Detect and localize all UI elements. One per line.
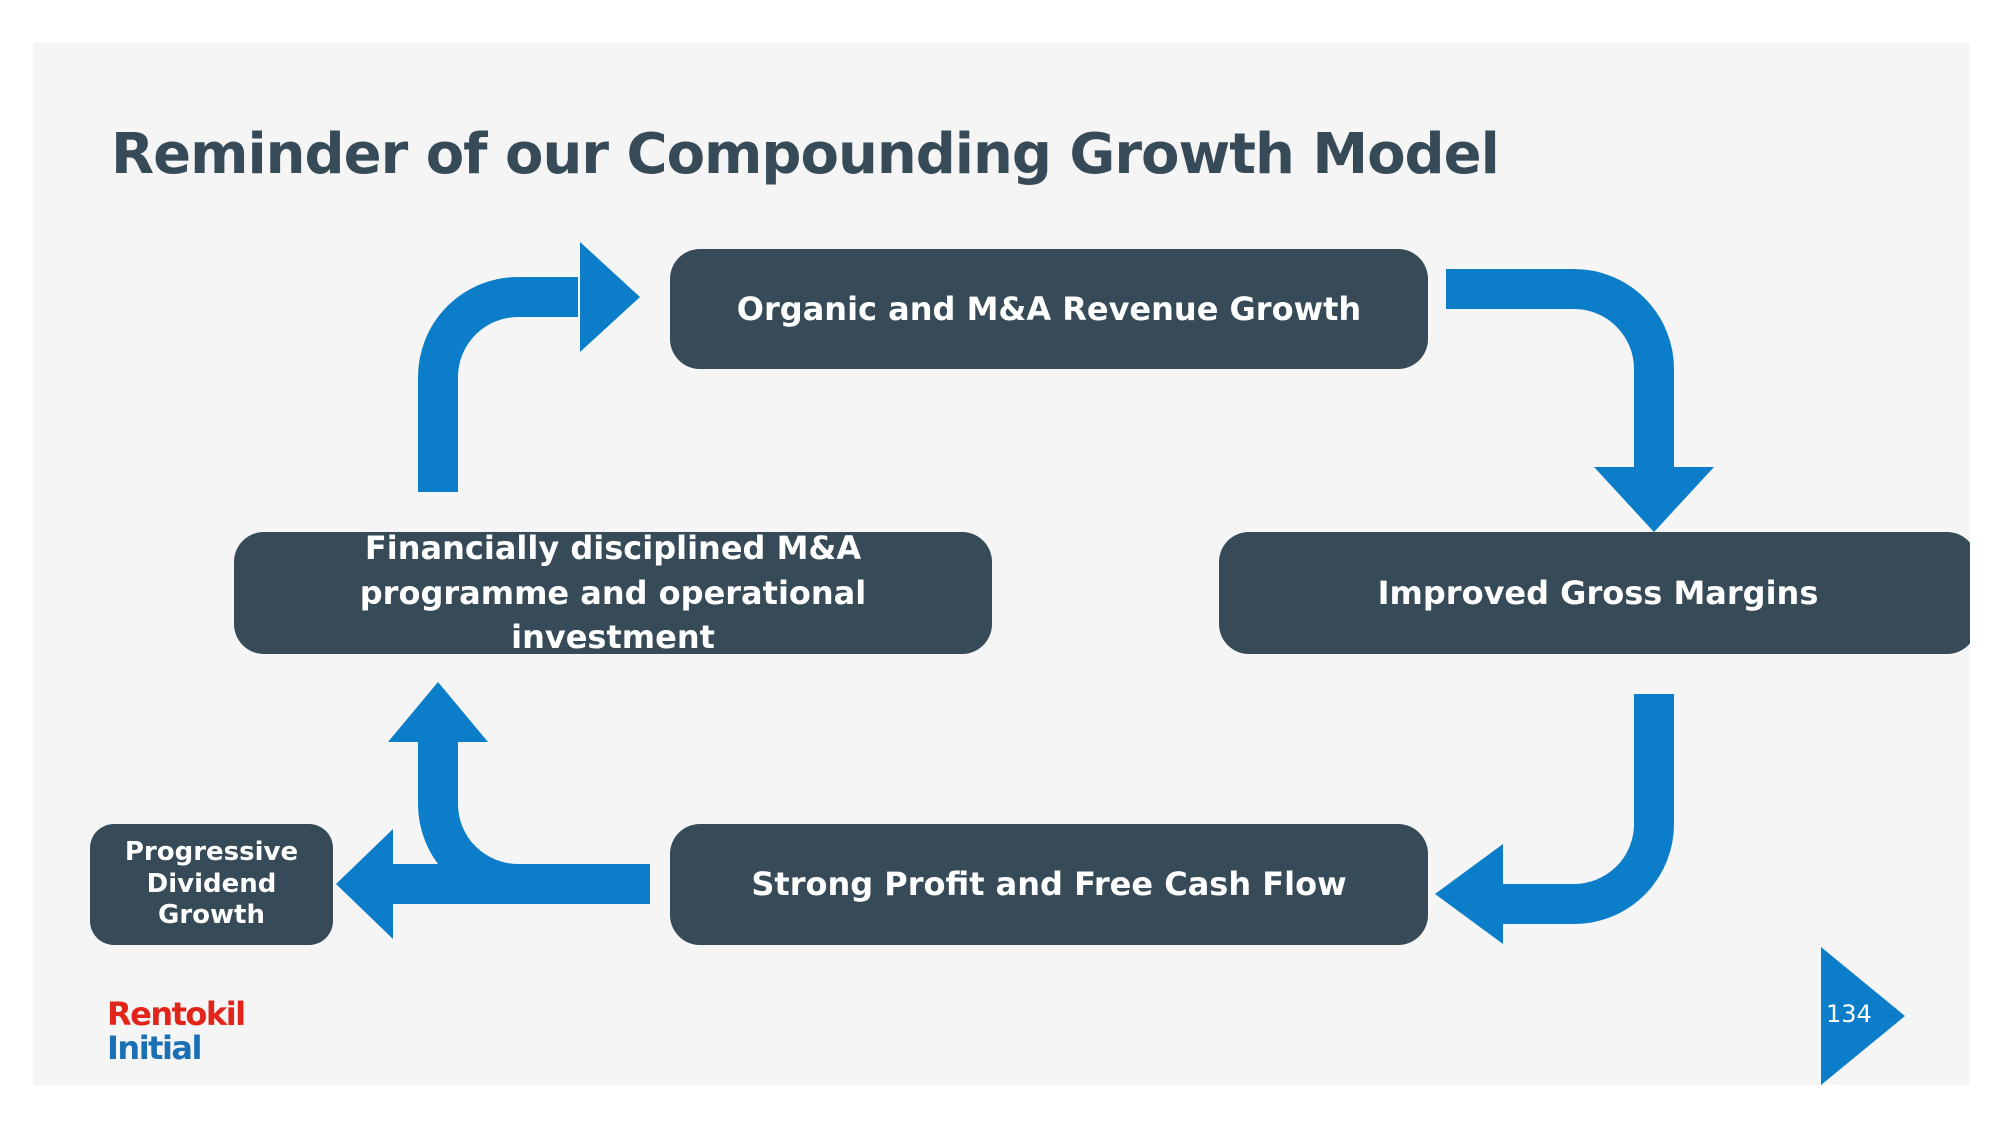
arrow-organic-to-margins-head bbox=[1594, 467, 1714, 532]
page-number-badge: 134 bbox=[1821, 947, 1911, 1085]
node-organic-revenue-growth: Organic and M&A Revenue Growth bbox=[670, 249, 1428, 369]
page-number: 134 bbox=[1826, 1000, 1872, 1028]
logo-line-2: Initial bbox=[107, 1029, 202, 1067]
node-gross-margins: Improved Gross Margins bbox=[1219, 532, 1970, 654]
arrow-financial-to-organic-head bbox=[580, 242, 640, 352]
slide-title: Reminder of our Compounding Growth Model bbox=[111, 122, 1500, 187]
node-financial-discipline: Financially disciplined M&A programme an… bbox=[234, 529, 992, 656]
arrow-profit-to-dividend-head bbox=[336, 829, 393, 939]
arrow-financial-to-organic-shaft bbox=[418, 277, 578, 492]
arrow-profit-to-financial-shaft bbox=[418, 737, 650, 904]
node-profit-cash-flow: Strong Profit and Free Cash Flow bbox=[670, 824, 1428, 945]
slide: Reminder of our Compounding Growth Model… bbox=[33, 42, 1970, 1085]
arrow-margins-to-profit-head bbox=[1435, 844, 1503, 944]
page-badge-shape bbox=[1821, 947, 1905, 1085]
logo-line-1: Rentokil bbox=[107, 995, 246, 1033]
cycle-arrows bbox=[336, 242, 1714, 944]
arrow-organic-to-margins-shaft bbox=[1446, 269, 1674, 472]
arrow-profit-to-financial-head bbox=[388, 682, 488, 742]
arrow-margins-to-profit-shaft bbox=[1498, 694, 1674, 924]
rentokil-initial-logo: Rentokil Initial bbox=[107, 995, 246, 1067]
node-dividend-growth: Progressive Dividend Growth bbox=[90, 824, 333, 945]
